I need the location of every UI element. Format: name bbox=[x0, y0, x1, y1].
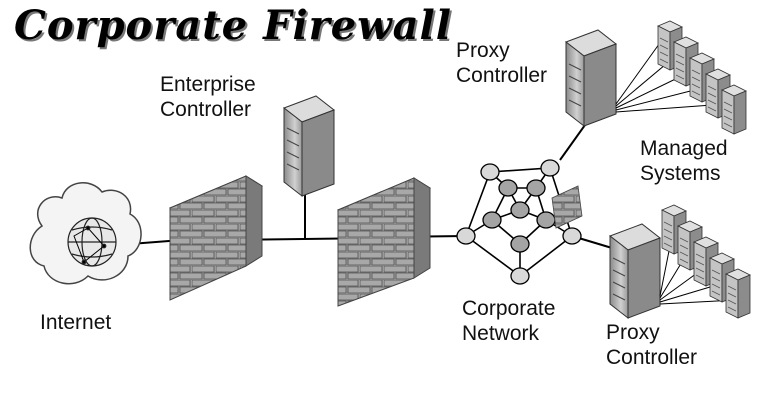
page-title: Corporate Firewall bbox=[14, 2, 452, 49]
firewall-icon bbox=[168, 175, 264, 301]
managed-system-server-icon bbox=[725, 268, 751, 319]
server-icon bbox=[564, 29, 618, 128]
server-icon bbox=[282, 95, 336, 198]
label-line: Network bbox=[462, 322, 540, 345]
label-managed-systems: Managed Systems bbox=[640, 136, 728, 186]
label-line: Corporate bbox=[462, 297, 556, 320]
label-corporate-network: Corporate Network bbox=[462, 296, 555, 346]
label-enterprise-controller: Enterprise Controller bbox=[160, 72, 256, 122]
server-icon bbox=[608, 223, 662, 320]
label-proxy-controller-bottom: Proxy Controller bbox=[606, 320, 697, 370]
server-stack-icon bbox=[661, 204, 751, 319]
managed-system-server-icon bbox=[709, 252, 735, 303]
label-proxy-controller-top: Proxy Controller bbox=[456, 38, 547, 88]
label-line: Managed bbox=[640, 137, 728, 160]
managed-system-server-icon bbox=[721, 84, 747, 135]
label-line: Proxy bbox=[456, 39, 510, 62]
firewall-icon bbox=[336, 177, 432, 307]
label-line: Proxy bbox=[606, 321, 660, 344]
label-line: Controller bbox=[160, 98, 252, 121]
network-mesh-icon bbox=[456, 159, 583, 285]
globe-icon bbox=[67, 217, 117, 267]
label-internet: Internet bbox=[40, 311, 112, 334]
label-line: Systems bbox=[640, 162, 721, 185]
firewall-icon bbox=[551, 185, 583, 229]
label-line: Controller bbox=[606, 346, 698, 369]
label-line: Controller bbox=[456, 64, 548, 87]
server-stack-icon bbox=[657, 20, 747, 135]
label-line: Enterprise bbox=[160, 73, 256, 96]
